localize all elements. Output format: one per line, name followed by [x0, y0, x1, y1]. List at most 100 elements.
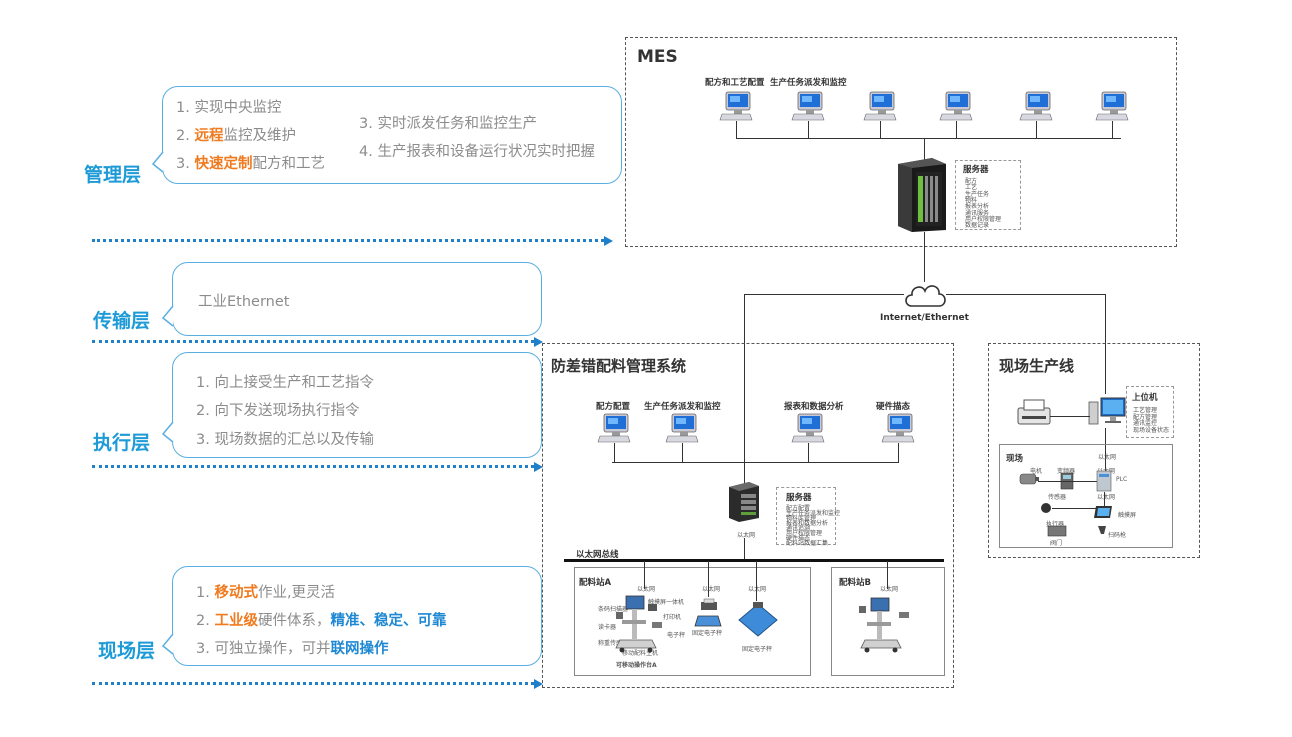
mes-server-info-box: [955, 160, 1021, 230]
anticross-pc-bus: [612, 462, 899, 463]
field-divider-arrow: [534, 679, 543, 689]
mes-server-item: 报表分析: [965, 203, 990, 211]
field-layer-title: 现场层: [98, 640, 156, 662]
mes-server-item: 工艺: [965, 184, 978, 192]
mes-server-item: 生产任务: [965, 190, 990, 198]
host-to-field-link: [1105, 428, 1106, 474]
transport-divider-arrow: [534, 337, 543, 347]
mes-computer-link: [808, 121, 809, 138]
station-a-printer-label: 打印机: [663, 614, 682, 621]
field-subbox-title: 现场: [1006, 454, 1024, 464]
station-a-scanner-label: 条码扫描器: [598, 606, 629, 613]
field-motor-label: 电机: [1030, 468, 1043, 475]
fixed-scale-1-icon: [694, 615, 722, 627]
mes-pc-label-1: 配方和工艺配置: [705, 78, 765, 88]
mes-server-item: 通讯服务: [965, 209, 990, 217]
host-info-box: [1126, 386, 1174, 438]
cloud-label: Internet/Ethernet: [880, 313, 969, 323]
execution-bubble-tail: [161, 421, 174, 443]
station-a-title: 配料站A: [579, 578, 612, 588]
anticross-computer-link: [808, 443, 809, 462]
field-valve-label: 阀门: [1050, 540, 1063, 547]
mes-pc-label-2: 生产任务派发和监控: [770, 78, 847, 88]
management-item-3: 3. 快速定制配方和工艺: [176, 156, 325, 172]
mes-computer-icon: [863, 91, 897, 121]
field-actuator-label: 执行器: [1046, 521, 1065, 528]
mes-server-item: 用户权限管理: [965, 215, 1002, 223]
station-a-eth-1: 以太网: [637, 586, 656, 593]
station-a-host-label: 移动配料主机: [622, 650, 659, 657]
host-item: 配方管理: [1133, 413, 1158, 421]
ethernet-bus: [564, 559, 944, 562]
field-touch-label: 触摸屏: [1118, 512, 1137, 519]
station-b-eth: 以太网: [880, 586, 899, 593]
field-item-2: 2. 工业级硬件体系，精准、稳定、可靠: [196, 613, 447, 629]
mes-box: [625, 37, 1177, 247]
mobile-console-icon: [615, 595, 662, 653]
field-plc-label: PLC: [1116, 476, 1128, 483]
host-computer-icon: [1088, 397, 1126, 425]
management-bubble-tail: [151, 151, 164, 173]
station-a-reader-label: 读卡器: [598, 624, 617, 631]
cloud-icon: [905, 285, 946, 307]
field-plc-icon: [1096, 470, 1112, 492]
field-sensor-link: [1052, 508, 1098, 509]
station-a-eth-2: 以太网: [702, 586, 721, 593]
field-divider: [92, 682, 534, 685]
field-eth-2-label: 以太网: [1097, 494, 1116, 501]
station-a-sensor-label: 称重传感器: [598, 640, 629, 647]
execution-layer-title: 执行层: [93, 432, 151, 454]
anticross-server-caption: 以太网: [737, 532, 756, 539]
anticross-pc-label-4: 硬件描态: [876, 402, 911, 412]
anticross-computer-icon: [597, 413, 631, 443]
transport-bubble: [172, 262, 542, 336]
field-subbox: [999, 444, 1173, 548]
station-b-console-icon: [859, 597, 909, 653]
line-printer-icon: [1017, 399, 1051, 425]
host-item: 工艺管理: [1133, 407, 1158, 414]
execution-divider: [92, 465, 534, 468]
station-b-title: 配料站B: [839, 578, 871, 588]
host-title: 上位机: [1132, 393, 1158, 403]
station-a-link-2: [708, 561, 709, 597]
anticross-pc-label-2: 生产任务派发和监控: [644, 402, 721, 412]
anticross-server-item: 报表和数据分析: [786, 520, 829, 527]
mes-computer-link: [880, 121, 881, 138]
mes-computer-link: [1112, 121, 1113, 138]
field-vfd-label: 变频器: [1057, 468, 1076, 475]
anticross-computer-link: [682, 443, 683, 462]
execution-item-2: 2. 向下发送现场执行指令: [196, 403, 360, 419]
field-bubble: [172, 566, 542, 666]
transport-divider: [92, 340, 534, 343]
printer-icon: [701, 598, 717, 610]
mes-computer-icon: [1019, 91, 1053, 121]
station-a-scale-label: 电子秤: [667, 632, 686, 639]
field-touch-panel-icon: [1094, 506, 1112, 518]
anticross-computer-icon: [791, 413, 825, 443]
anticross-box: [542, 343, 954, 688]
station-b-box: [831, 567, 945, 676]
field-item-3: 3. 可独立操作，可并联网操作: [196, 641, 389, 657]
station-a-link-3: [756, 561, 757, 601]
field-plc-down-link: [1104, 492, 1105, 508]
field-item-1: 1. 移动式作业,更灵活: [196, 585, 336, 601]
execution-item-3: 3. 现场数据的汇总以及传输: [196, 432, 374, 448]
ethernet-bus-label: 以太网总线: [576, 550, 619, 560]
production-line-box: [988, 343, 1200, 558]
anticross-server-icon: [729, 482, 759, 522]
mes-pc-bus: [736, 138, 1121, 139]
mes-server-title: 服务器: [963, 165, 989, 175]
mes-computer-icon: [719, 91, 753, 121]
anticross-server-item: 用户权限管理: [786, 530, 823, 537]
station-a-link-1: [644, 561, 645, 589]
anticross-server-item: 物料库管理: [786, 515, 817, 522]
anticross-computer-icon: [881, 413, 915, 443]
mes-server-link: [924, 138, 925, 160]
anticross-title: 防差错配料管理系统: [551, 357, 687, 375]
mes-computer-link: [1036, 121, 1037, 138]
line-eth-label: 以太网: [1098, 454, 1117, 461]
station-a-touch-label: 触摸屏一体机: [648, 599, 685, 606]
field-motor-icon: [1019, 473, 1039, 485]
management-divider: [92, 239, 604, 242]
management-item-4: 3. 实时派发任务和监控生产: [359, 116, 537, 132]
